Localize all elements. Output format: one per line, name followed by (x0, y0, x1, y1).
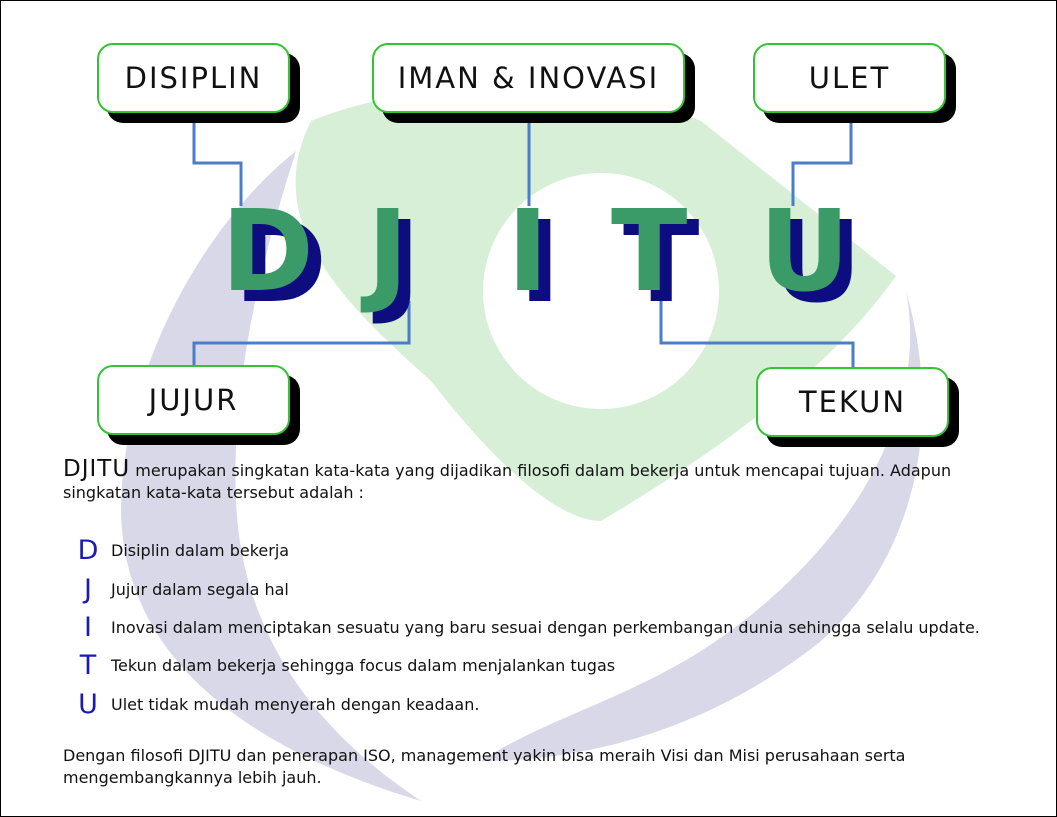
list-item-u: U Ulet tidak mudah menyerah dengan keada… (65, 686, 479, 722)
list-text: Disiplin dalam bekerja (111, 540, 290, 560)
acronym-letter-d: D (221, 187, 314, 317)
acronym-letter-d-shadow: D (234, 198, 327, 328)
box-jujur: JUJUR (97, 365, 290, 435)
connector-ulet (791, 113, 853, 206)
list-text: Jujur dalam segala hal (111, 579, 289, 599)
acronym-letter-u: U (759, 187, 850, 317)
watermark-purple-left (121, 151, 421, 801)
acronym-letters: D D J J I I T T U U (221, 187, 862, 328)
watermark-purple-right (481, 291, 923, 761)
closing-paragraph: Dengan filosofi DJITU dan penerapan ISO,… (63, 746, 906, 787)
box-ulet: ULET (753, 43, 946, 113)
list-letter: J (84, 573, 92, 605)
box-ulet-label: ULET (808, 61, 891, 95)
acronym-letter-j-shadow: J (372, 198, 421, 328)
acronym-letter-j: J (360, 187, 409, 317)
box-iman-inovasi-label: IMAN & INOVASI (397, 61, 660, 95)
box-tekun-label: TEKUN (798, 385, 907, 419)
list-letter: U (78, 688, 98, 720)
list-item-d: D Disiplin dalam bekerja (65, 532, 289, 568)
acronym-letter-t: T (611, 187, 687, 317)
list-text: Tekun dalam bekerja sehingga focus dalam… (111, 655, 616, 675)
box-disiplin: DISIPLIN (97, 43, 290, 113)
box-tekun: TEKUN (756, 367, 949, 437)
list-letter: I (84, 611, 92, 643)
intro-text: merupakan singkatan kata-kata yang dijad… (63, 461, 952, 502)
acronym-letter-i-shadow: I (519, 198, 561, 328)
list-letter: T (79, 649, 97, 681)
list-text: Ulet tidak mudah menyerah dengan keadaan… (111, 694, 480, 714)
list-item-t: T Tekun dalam bekerja sehingga focus dal… (65, 647, 615, 683)
list-item-j: J Jujur dalam segala hal (65, 571, 289, 607)
box-jujur-label: JUJUR (148, 383, 239, 417)
box-disiplin-label: DISIPLIN (124, 61, 263, 95)
intro-paragraph: DJITU merupakan singkatan kata-kata yang… (63, 458, 1023, 504)
connector-jujur (192, 301, 411, 369)
box-iman-inovasi: IMAN & INOVASI (372, 43, 685, 113)
list-text: Inovasi dalam menciptakan sesuatu yang b… (111, 617, 980, 637)
list-letter: D (77, 534, 99, 566)
connector-lines (192, 113, 855, 371)
list-item-i: I Inovasi dalam menciptakan sesuatu yang… (65, 609, 980, 645)
intro-lead: DJITU (63, 456, 131, 482)
acronym-letter-t-shadow: T (623, 198, 699, 328)
connector-disiplin (192, 113, 243, 206)
acronym-letter-u-shadow: U (771, 198, 862, 328)
watermark-center-circle (483, 173, 719, 409)
acronym-letter-i: I (507, 187, 549, 317)
connector-tekun (659, 301, 855, 371)
